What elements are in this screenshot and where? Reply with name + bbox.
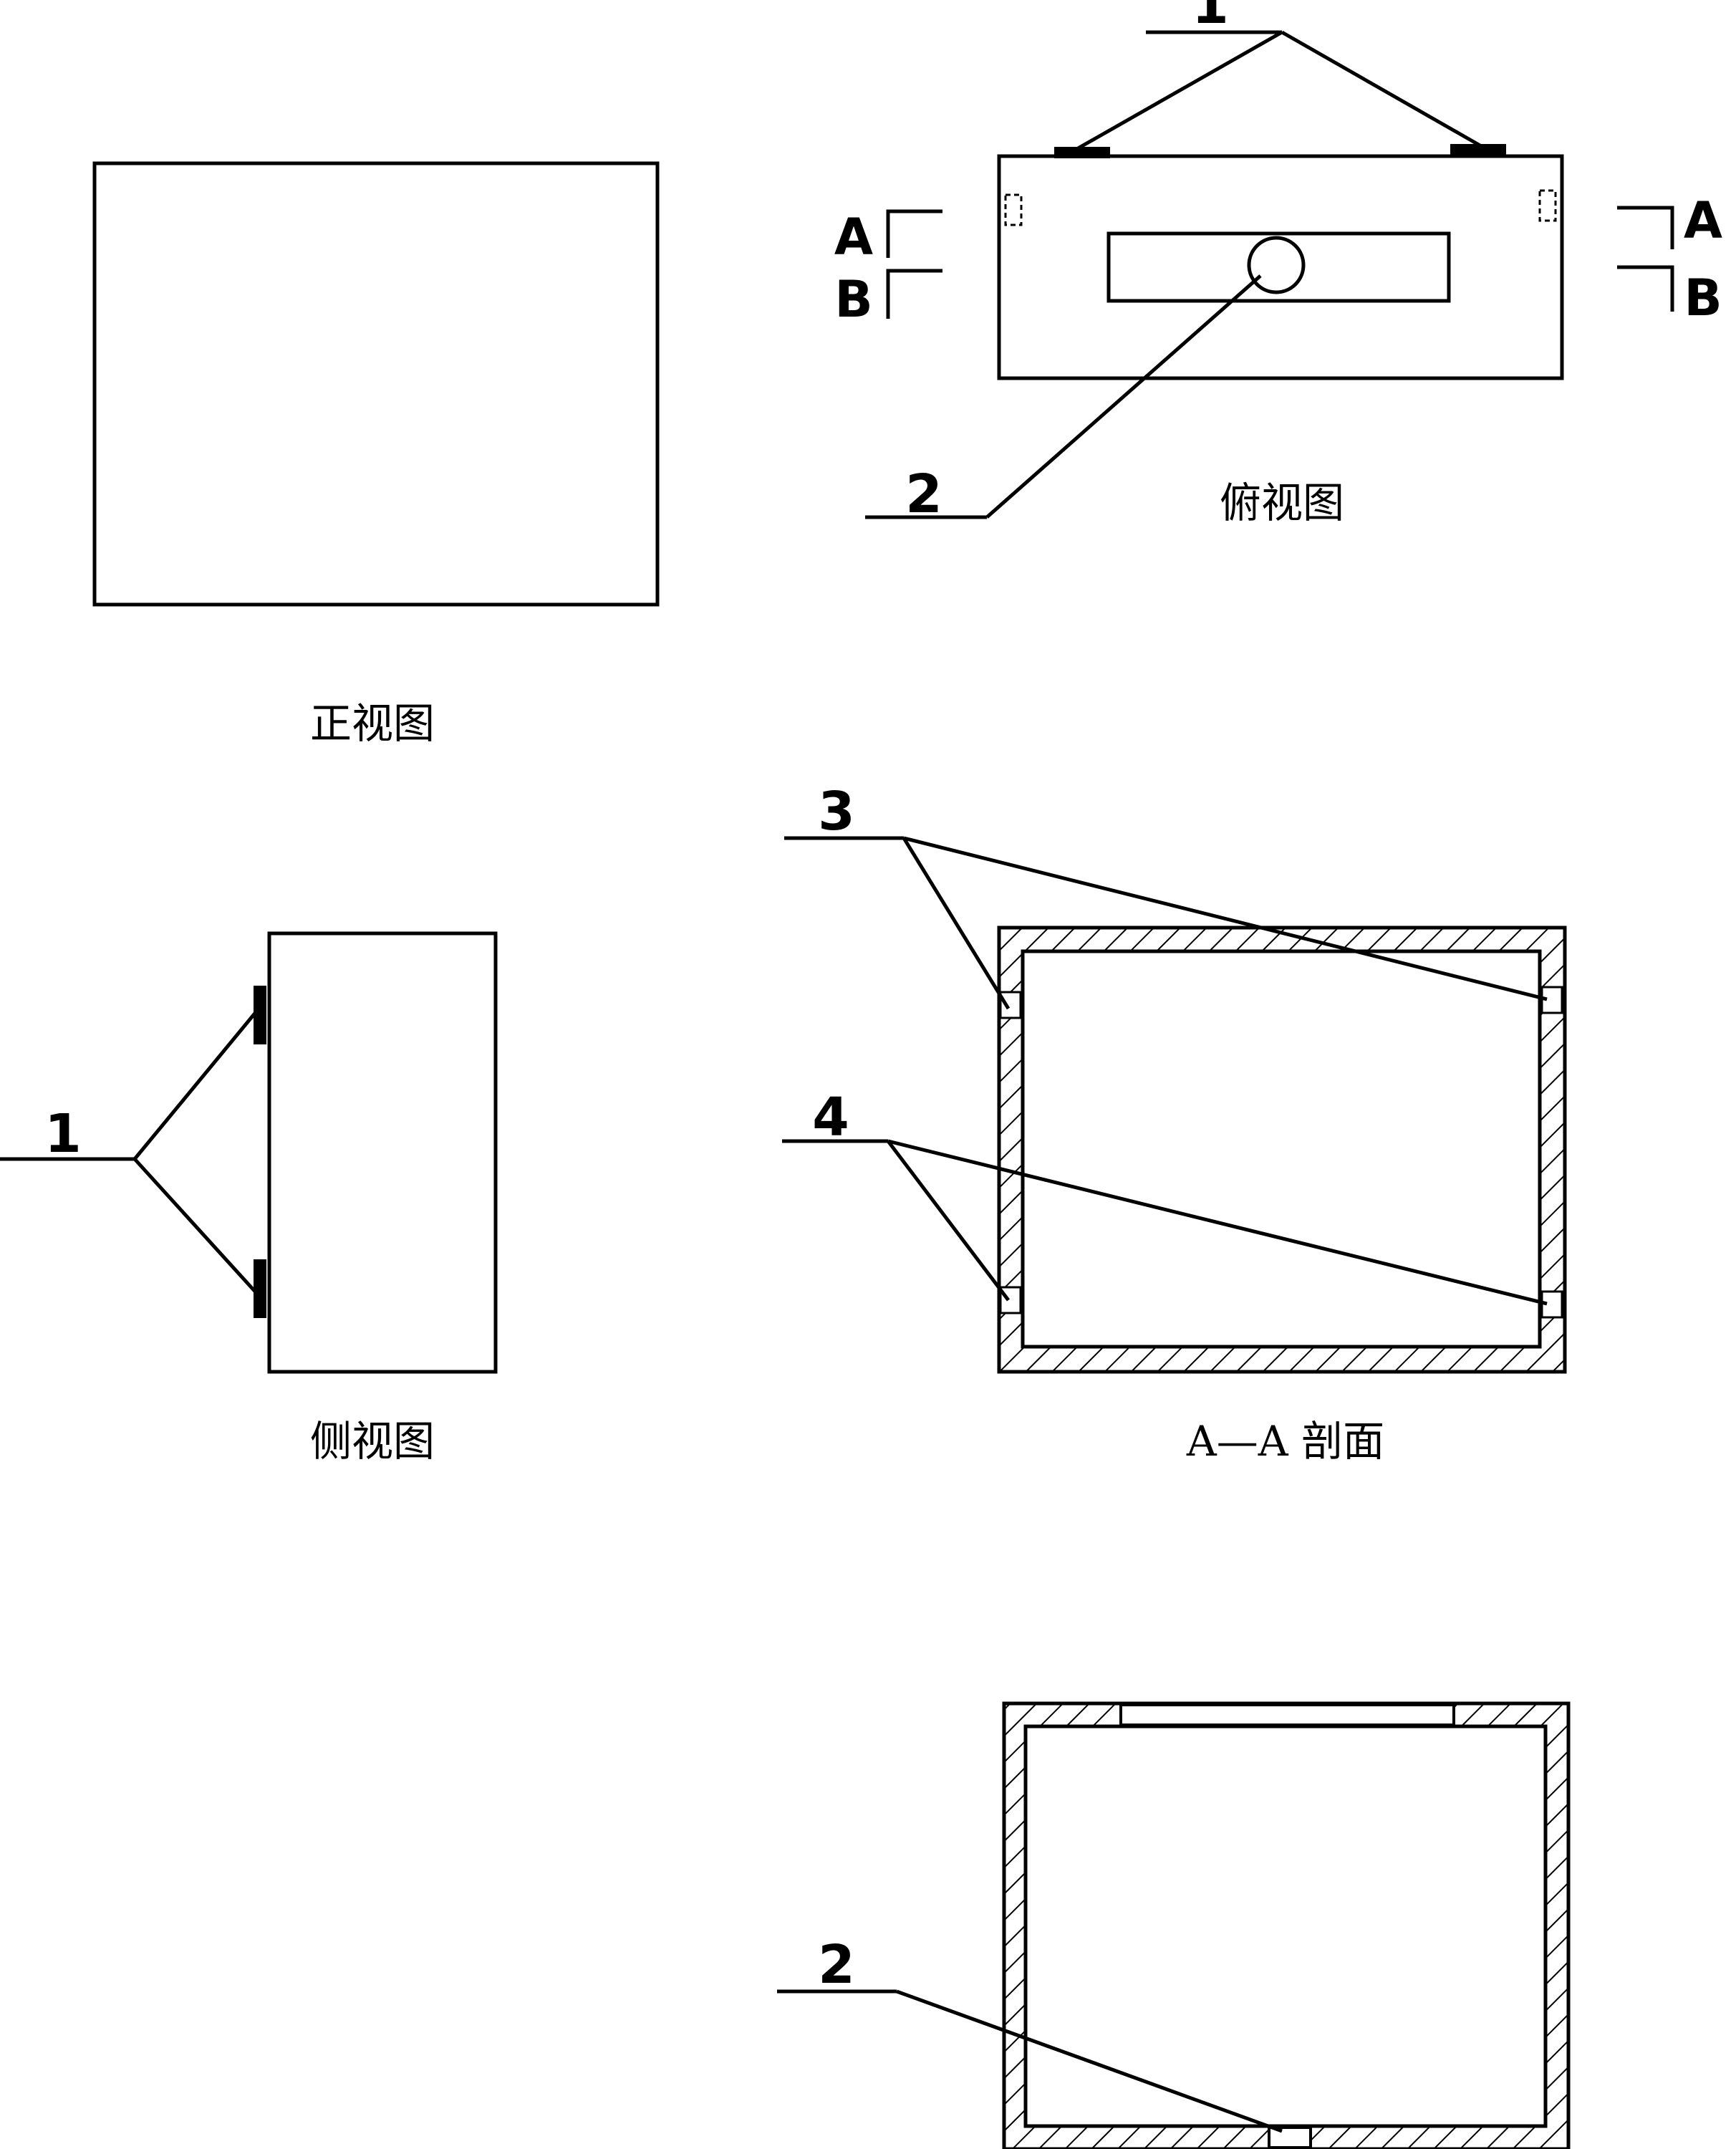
section-bb-top-opening xyxy=(1119,1703,1455,1726)
callout-4-leader-a xyxy=(887,1140,1010,1302)
callout-4-leader-b xyxy=(887,1139,1548,1306)
callout-3-label: 3 xyxy=(818,781,855,842)
callout-1-leader-a xyxy=(1073,30,1283,153)
side-lug-bottom xyxy=(254,1259,266,1318)
section-mark-a-right xyxy=(1617,206,1674,249)
section-mark-b-right xyxy=(1617,265,1674,312)
section-label-b-left: B xyxy=(834,270,872,329)
callout-2-label-top: 2 xyxy=(905,463,942,525)
section-aa-wall xyxy=(997,926,1567,1374)
section-bb-bottom-port xyxy=(1268,2126,1312,2149)
callout-2-leader xyxy=(985,274,1262,519)
top-view: 1 2 A B A B 俯视图 xyxy=(834,0,1722,527)
side-view: 1 侧视图 xyxy=(0,931,498,1466)
hidden-slot-left xyxy=(1004,193,1023,226)
top-view-outline xyxy=(997,154,1564,380)
top-window xyxy=(1106,231,1451,303)
section-mark-b-left xyxy=(886,269,942,319)
section-label-a-left: A xyxy=(834,208,873,266)
section-label-a-right: A xyxy=(1684,191,1722,250)
callout-3-leader-b xyxy=(903,836,1548,1001)
callout-1-leader-b xyxy=(1281,30,1484,149)
callout-2-section-leader xyxy=(896,1989,1283,2133)
callout-1-label-top: 1 xyxy=(1192,0,1229,36)
hidden-slot-right xyxy=(1538,189,1557,222)
front-view-outline xyxy=(92,161,660,607)
side-view-caption: 侧视图 xyxy=(310,1417,435,1466)
callout-1-label-side: 1 xyxy=(44,1103,82,1165)
front-view-caption: 正视图 xyxy=(310,699,435,748)
section-aa: 3 4 A—A 剖面 xyxy=(782,781,1567,1466)
section-bb-wall xyxy=(1002,1701,1571,2149)
section-bb: 2 xyxy=(777,1701,1571,2149)
side-lug-top xyxy=(254,986,266,1044)
section-mark-a-left xyxy=(886,209,942,258)
callout-4-label: 4 xyxy=(812,1087,849,1148)
front-view: 正视图 xyxy=(92,161,660,748)
callout-2-label-section: 2 xyxy=(818,1934,855,1996)
section-label-b-right: B xyxy=(1684,269,1722,327)
side-view-outline xyxy=(267,931,498,1374)
slot-3-left xyxy=(999,991,1022,1019)
callout-3-leader-a xyxy=(902,837,1011,1010)
section-aa-caption: A—A 剖面 xyxy=(1186,1417,1384,1466)
top-view-caption: 俯视图 xyxy=(1220,479,1344,527)
top-port-circle xyxy=(1247,236,1306,294)
callout-1-side-leader-b xyxy=(133,1158,258,1294)
callout-1-side-leader-a xyxy=(133,1010,258,1160)
lug-right xyxy=(1450,144,1506,157)
lug-left xyxy=(1054,147,1110,158)
